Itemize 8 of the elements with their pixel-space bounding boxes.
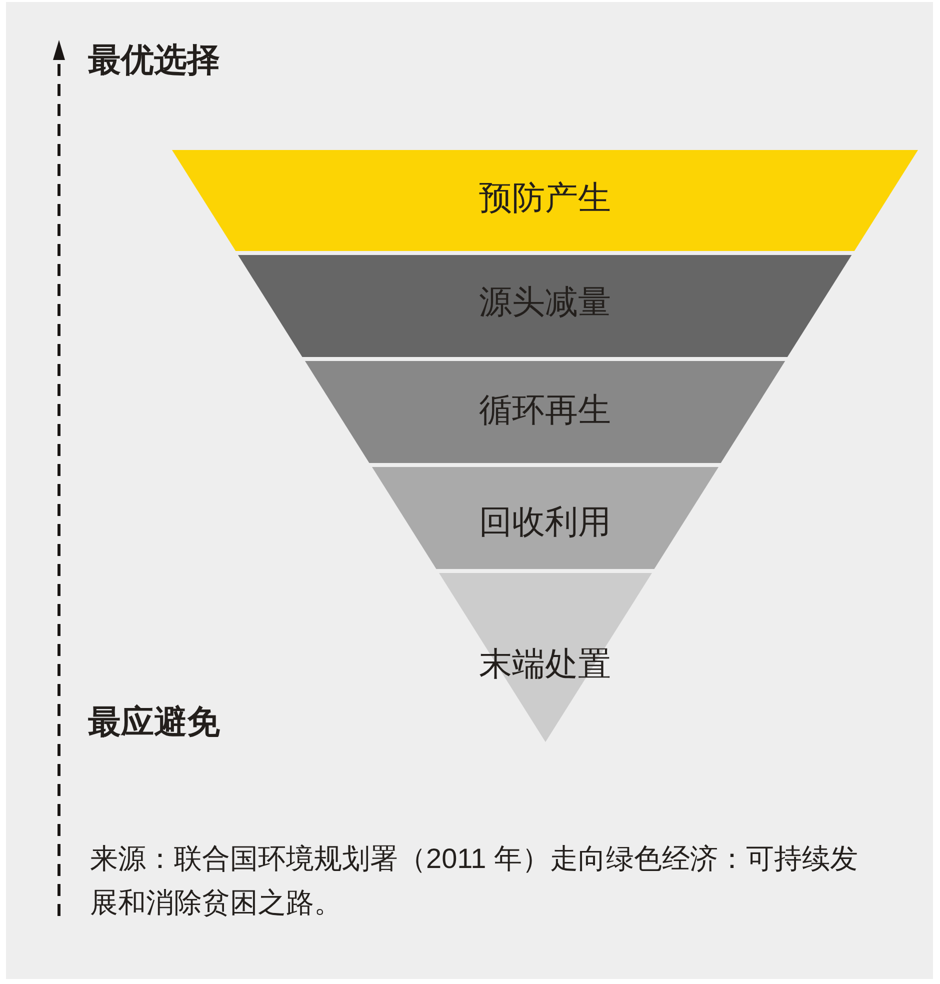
funnel-band: 预防产生	[172, 150, 918, 251]
scale-label: 最应避免	[88, 702, 220, 742]
funnel-band: 末端处置	[438, 573, 652, 742]
funnel-band: 回收利用	[372, 467, 718, 569]
funnel-band: 循环再生	[304, 361, 786, 463]
source-note: 来源：联合国环境规划署（2011 年）走向绿色经济：可持续发展和消除贫困之路。	[90, 842, 859, 920]
funnel-band: 源头减量	[238, 255, 852, 357]
scale-label: 最优选择	[88, 40, 220, 80]
